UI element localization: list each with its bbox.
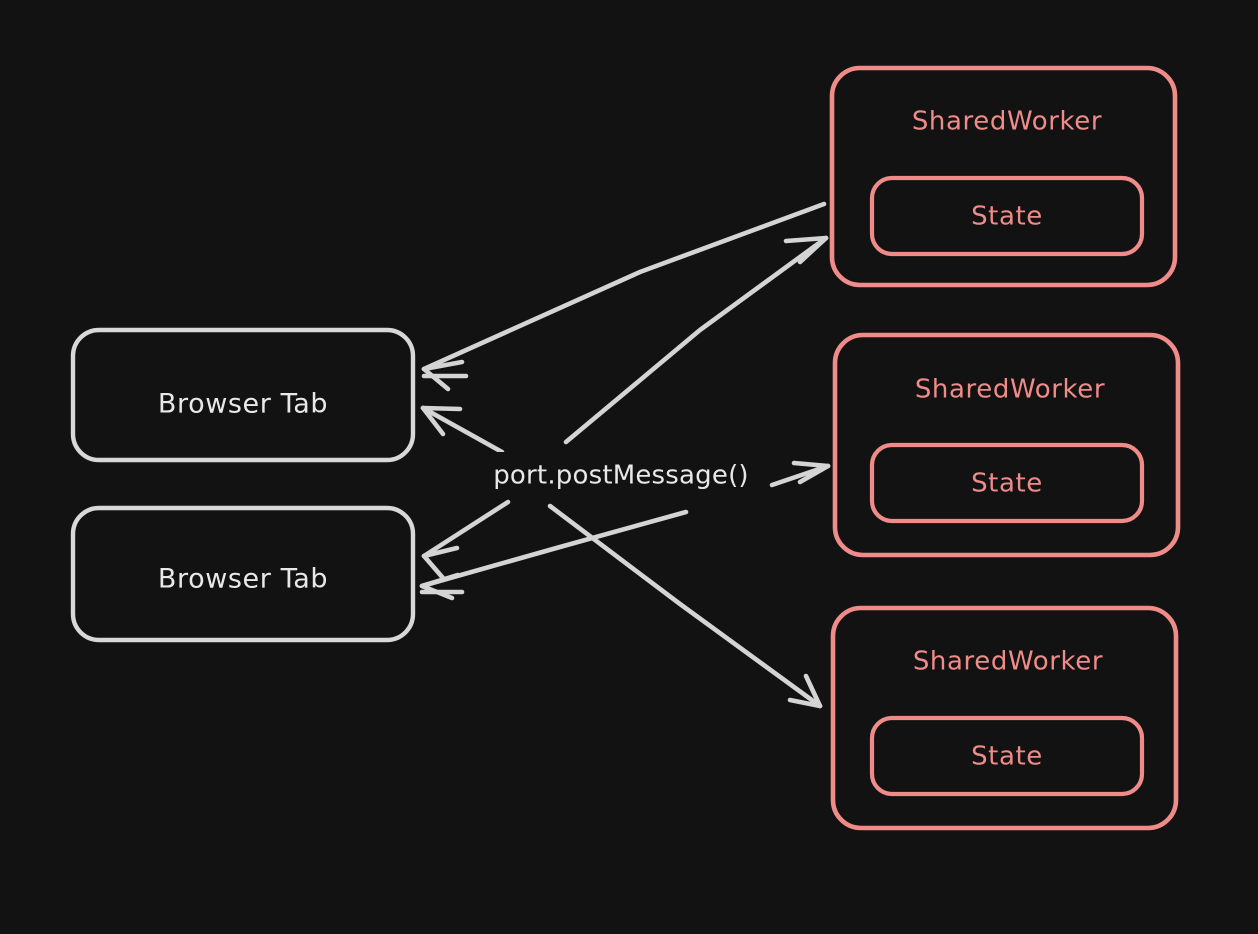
browser-tab-top-box — [70, 327, 416, 463]
edge-label-to-worker-top — [563, 235, 829, 445]
edge-worker-bottom-to-tab-bottom — [419, 509, 689, 601]
shared-worker-top-label: SharedWorker — [912, 107, 1102, 137]
state-middle-label: State — [971, 469, 1043, 499]
edge-label-to-worker-middle — [769, 460, 831, 488]
edge-label-to-tab-bottom — [421, 499, 511, 581]
edge-label-to-tab-top — [420, 405, 505, 455]
browser-tab-top-label: Browser Tab — [158, 389, 328, 420]
shared-worker-middle[interactable]: SharedWorker State — [832, 332, 1181, 558]
browser-tab-top[interactable]: Browser Tab — [70, 327, 416, 463]
edge-label-backdrop — [476, 452, 766, 496]
edges-layer — [419, 201, 831, 709]
shared-worker-top[interactable]: SharedWorker State — [829, 65, 1178, 288]
state-box-middle — [869, 442, 1145, 524]
edge-label-group: port.postMessage() — [476, 452, 766, 496]
shared-worker-nodes-layer: SharedWorker State SharedWorker State Sh… — [829, 65, 1181, 831]
browser-tab-bottom-box — [70, 505, 416, 643]
edge-label-to-worker-bottom — [547, 503, 823, 709]
browser-tab-bottom-label: Browser Tab — [158, 564, 328, 595]
browser-tab-nodes-layer: Browser Tab Browser Tab — [70, 327, 416, 643]
shared-worker-bottom[interactable]: SharedWorker State — [830, 605, 1179, 831]
state-box-bottom — [869, 715, 1145, 797]
state-top-label: State — [971, 202, 1043, 232]
port-post-message-label: port.postMessage() — [493, 461, 749, 491]
browser-tab-bottom[interactable]: Browser Tab — [70, 505, 416, 643]
edge-worker-top-to-tab-top — [421, 201, 827, 392]
shared-worker-bottom-label: SharedWorker — [913, 647, 1103, 677]
shared-worker-middle-label: SharedWorker — [915, 375, 1105, 405]
state-bottom-label: State — [971, 742, 1043, 772]
state-box-top — [869, 175, 1145, 257]
